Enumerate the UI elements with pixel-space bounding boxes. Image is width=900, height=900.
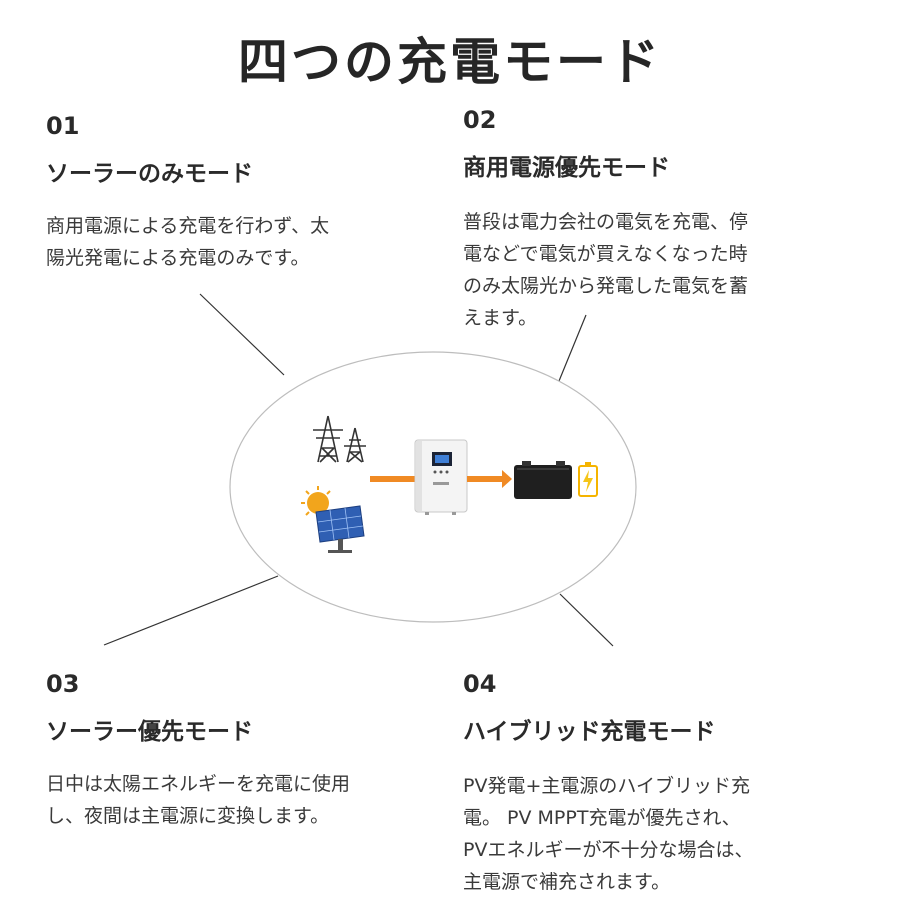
- connector-line-03: [103, 575, 279, 646]
- mode-heading: 商用電源優先モード: [463, 155, 670, 181]
- mode-description: 普段は電力会社の電気を充電、停 電などで電気が買えなくなった時 のみ太陽光から発…: [463, 206, 833, 334]
- page-title: 四つの充電モード: [238, 33, 662, 91]
- battery-icon: [514, 461, 572, 499]
- mode-description: 日中は太陽エネルギーを充電に使用 し、夜間は主電源に変換します。: [46, 768, 436, 832]
- desc-line: 主電源で補充されます。: [463, 871, 671, 893]
- desc-line: 電。 PV MPPT充電が優先され、: [463, 807, 741, 829]
- connector-line-02: [558, 314, 587, 382]
- mode-block-01: 01 ソーラーのみモード 商用電源による充電を行わず、太 陽光発電による充電のみ…: [46, 112, 416, 274]
- mode-heading: ソーラー優先モード: [46, 719, 253, 745]
- desc-line: のみ太陽光から発電した電気を蓄: [463, 275, 749, 297]
- desc-line: 陽光発電による充電のみです。: [46, 247, 310, 269]
- mode-description: 商用電源による充電を行わず、太 陽光発電による充電のみです。: [46, 210, 416, 274]
- charging-icon: [578, 462, 598, 497]
- mode-heading: ハイブリッド充電モード: [463, 719, 716, 745]
- desc-line: し、夜間は主電源に変換します。: [46, 805, 330, 827]
- desc-line: 普段は電力会社の電気を充電、停: [463, 211, 749, 233]
- inverter-icon: [414, 439, 468, 515]
- desc-line: 日中は太陽エネルギーを充電に使用: [46, 773, 351, 795]
- desc-line: 電などで電気が買えなくなった時: [463, 243, 748, 265]
- power-tower-icon: [313, 415, 366, 463]
- desc-line: PV発電+主電源のハイブリッド充: [463, 775, 750, 797]
- sun-icon: [301, 486, 331, 516]
- solar-panel-icon: [315, 505, 365, 553]
- desc-line: えます。: [463, 307, 538, 329]
- arrow-right: [467, 470, 512, 488]
- mode-number: 02: [463, 106, 497, 134]
- mode-block-03: 03 ソーラー優先モード 日中は太陽エネルギーを充電に使用 し、夜間は主電源に変…: [46, 670, 436, 832]
- connector-line-01: [199, 293, 285, 376]
- desc-line: PVエネルギーが不十分な場合は、: [463, 839, 754, 861]
- arrow-left: [370, 476, 416, 482]
- mode-number: 01: [46, 112, 80, 140]
- connector-line-04: [559, 593, 614, 647]
- mode-number: 04: [463, 670, 497, 698]
- mode-number: 03: [46, 670, 80, 698]
- mode-block-02: 02 商用電源優先モード 普段は電力会社の電気を充電、停 電などで電気が買えなく…: [463, 106, 833, 334]
- desc-line: 商用電源による充電を行わず、太: [46, 215, 330, 237]
- mode-heading: ソーラーのみモード: [46, 161, 253, 187]
- mode-description: PV発電+主電源のハイブリッド充 電。 PV MPPT充電が優先され、 PVエネ…: [463, 770, 853, 898]
- mode-block-04: 04 ハイブリッド充電モード PV発電+主電源のハイブリッド充 電。 PV MP…: [463, 670, 853, 898]
